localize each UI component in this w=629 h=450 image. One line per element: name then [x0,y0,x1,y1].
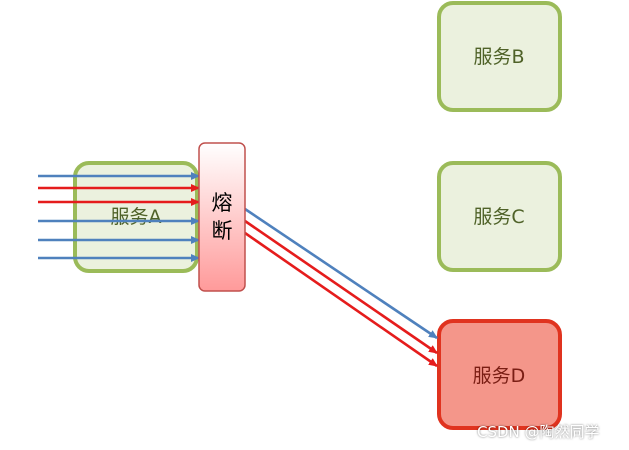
service-b-label: 服务B [473,46,524,68]
arrows-group [38,172,438,368]
circuit-breaker-label-line2: 断 [212,219,233,243]
outgoing-arrow-blue [244,207,438,340]
service-b-box: 服务B [437,1,562,112]
circuit-breaker-label-line1: 熔 [212,191,233,215]
service-d-rect [437,319,562,430]
watermark: CSDN @陶然同学 [477,423,600,441]
service-d-label: 服务D [473,365,526,387]
service-c-rect [437,161,562,272]
circuit-breaker-box: 熔 断 [198,142,246,292]
service-a-box: 服务A [73,161,199,273]
service-c-box: 服务C [437,161,562,272]
outgoing-arrow-red [244,231,438,368]
service-a-label: 服务A [111,206,162,228]
service-b-rect [437,1,562,112]
circuit-breaker-rect [198,142,246,292]
service-c-label: 服务C [473,206,524,228]
outgoing-arrow-red [244,219,438,355]
service-d-box: 服务D [437,319,562,430]
